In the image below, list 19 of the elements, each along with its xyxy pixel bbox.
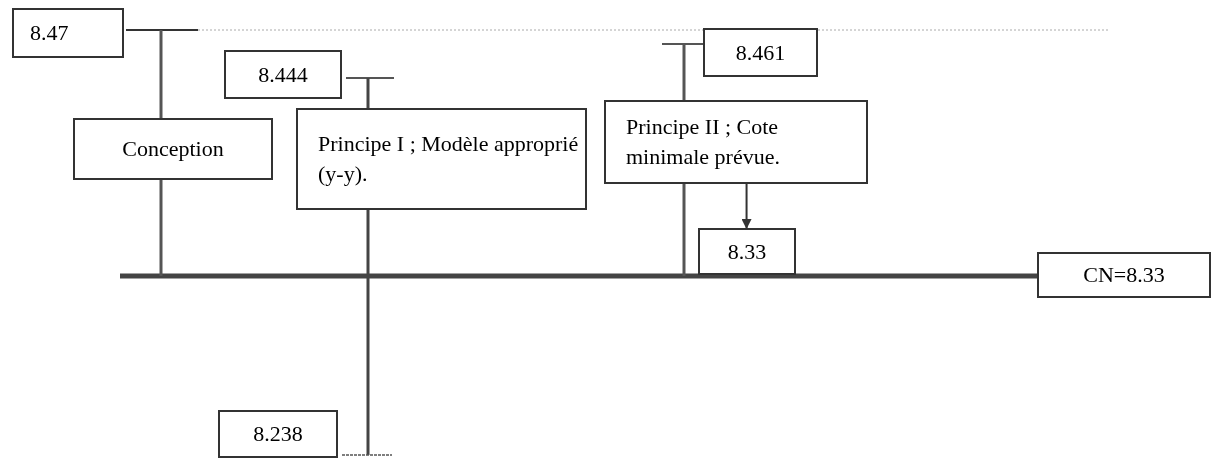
- box-text: 8.47: [30, 19, 69, 47]
- label-box: [604, 100, 868, 184]
- label-box: [73, 118, 273, 180]
- label-box: [698, 228, 796, 275]
- box-text: 8.238: [253, 420, 303, 448]
- box-text: Conception: [122, 135, 224, 163]
- label-box: [224, 50, 342, 99]
- label-box: [703, 28, 818, 77]
- box-text: 8.33: [727, 237, 767, 266]
- box-text: Principe II ; Cote minimale prévue.: [626, 113, 781, 171]
- arrow: [741, 183, 752, 229]
- box-text: 8.461: [735, 38, 786, 67]
- box-text: 8.444: [258, 60, 308, 89]
- label-box: [218, 410, 338, 458]
- box-text: Principe I ; Modèle approprié (y-y).: [318, 130, 580, 188]
- label-box: [12, 8, 124, 58]
- label-box: [296, 108, 587, 210]
- box-text: CN=8.33: [1083, 261, 1165, 289]
- label-box: [1037, 252, 1211, 298]
